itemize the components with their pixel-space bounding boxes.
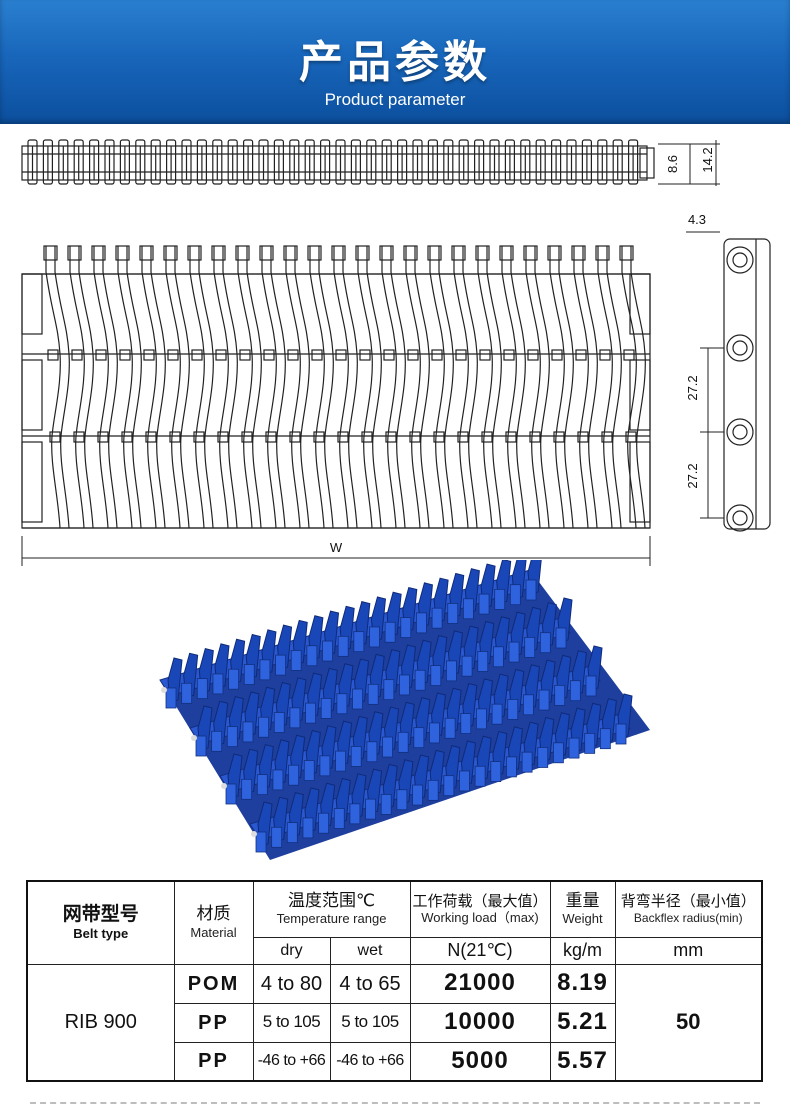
header-banner: 产品参数 Product parameter — [0, 0, 790, 124]
table-row: PP 5 to 105 5 to 105 10000 5.21 — [27, 1002, 762, 1043]
material-en: Material — [190, 924, 237, 940]
bottom-divider — [30, 1102, 760, 1104]
temp-wet-value: 5 to 105 — [329, 1002, 411, 1043]
belt-type-cn: 网带型号 — [62, 903, 139, 926]
radius-en: Backflex radius(min) — [633, 910, 743, 925]
radius-value: 50 — [614, 963, 763, 1082]
temp-dry-value: 4 to 80 — [252, 963, 331, 1004]
weight-unit: kg/m — [549, 936, 616, 965]
radius-unit: mm — [614, 936, 763, 965]
material-value: POM — [173, 963, 254, 1004]
radius-cn: 背弯半径（最小值） — [620, 892, 756, 911]
header-load: 工作荷载（最大值） Working load（max) — [409, 880, 551, 938]
material-value: PP — [173, 1002, 254, 1043]
belt-type-value: RIB 900 — [26, 963, 175, 1082]
dim-height-1: 8.6 — [665, 155, 680, 173]
material-value: PP — [173, 1041, 254, 1082]
weight-cn: 重量 — [565, 890, 600, 911]
dimension-lines — [21, 140, 724, 566]
belt-side-view — [21, 139, 655, 185]
load-unit: N(21℃) — [409, 936, 551, 965]
technical-drawing: 8.6 14.2 4.3 27.2 27.2 W — [21, 139, 771, 566]
belt-photo — [159, 560, 650, 860]
load-cn: 工作荷载（最大值） — [412, 891, 548, 910]
dim-pitch-1: 27.2 — [685, 375, 700, 400]
header-belt-type: 网带型号 Belt type — [26, 880, 175, 965]
load-value: 5000 — [409, 1041, 551, 1082]
load-value: 21000 — [409, 963, 551, 1004]
temp-wet-label: wet — [329, 936, 411, 965]
banner-subtitle: Product parameter — [324, 90, 466, 109]
load-value: 10000 — [409, 1002, 551, 1043]
weight-value: 8.19 — [549, 963, 616, 1004]
temp-dry-value: 5 to 105 — [252, 1002, 331, 1043]
belt-profile-view — [723, 238, 771, 532]
weight-en: Weight — [562, 911, 603, 927]
temp-en: Temperature range — [276, 911, 387, 927]
header-weight: 重量 Weight — [549, 880, 616, 938]
dim-width: W — [330, 540, 343, 555]
header-temperature: 温度范围℃ Temperature range — [252, 880, 411, 938]
temp-wet-value: 4 to 65 — [329, 963, 411, 1004]
dim-height-2: 14.2 — [700, 147, 715, 172]
temp-cn: 温度范围℃ — [287, 890, 376, 911]
temp-dry-label: dry — [252, 936, 331, 965]
spec-table: 网带型号 Belt type 材质 Material 温度范围℃ Tempera… — [26, 880, 763, 1082]
dim-pitch-2: 27.2 — [685, 463, 700, 488]
table-row: RIB 900 POM 4 to 80 4 to 65 21000 8.19 5… — [26, 963, 763, 1082]
temp-dry-value: -46 to +66 — [252, 1041, 331, 1082]
header-material: 材质 Material — [173, 880, 254, 965]
belt-type-en: Belt type — [73, 926, 129, 942]
belt-top-view — [21, 245, 651, 529]
material-cn: 材质 — [196, 904, 231, 925]
weight-value: 5.57 — [549, 1041, 616, 1082]
weight-value: 5.21 — [549, 1002, 616, 1043]
dim-top: 4.3 — [688, 212, 706, 227]
banner-title: 产品参数 — [299, 37, 491, 88]
table-row: PP -46 to +66 -46 to +66 5000 5.57 — [27, 1041, 762, 1082]
header-radius: 背弯半径（最小值） Backflex radius(min) — [614, 880, 763, 938]
load-en: Working load（max) — [421, 910, 539, 926]
temp-wet-value: -46 to +66 — [329, 1041, 411, 1082]
